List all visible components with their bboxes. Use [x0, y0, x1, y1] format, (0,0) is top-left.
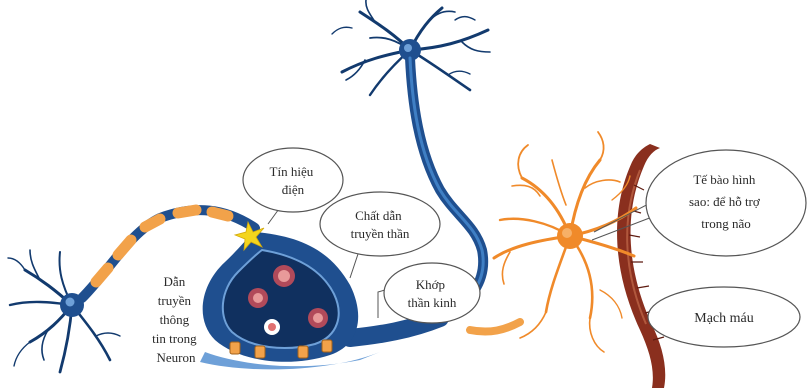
callout-electrical-signal: Tín hiệu điện [243, 148, 343, 212]
callout-neurotransmitter: Chất dẫn truyền thần [320, 192, 440, 256]
neuron-transmission-line-5: Neuron [157, 350, 196, 365]
astrocyte-endfoot [470, 322, 520, 332]
synapse-line-2: thần kinh [408, 295, 457, 310]
electrical-signal-line-2: điện [282, 182, 305, 197]
neuron-transmission-label: Dẫn truyền thông tin trong Neuron [152, 274, 200, 365]
neuron-transmission-line-2: truyền [158, 293, 192, 308]
neurotransmitter-line-1: Chất dẫn [355, 208, 402, 223]
neuron-transmission-line-3: thông [160, 312, 190, 327]
blood-vessel-line-1: Mạch máu [694, 311, 753, 326]
astrocyte-nucleus [562, 228, 572, 238]
astrocyte-line-2: sao: để hỗ trợ [689, 194, 761, 209]
neurotransmitter-line-2: truyền thần [351, 226, 410, 241]
electrical-signal-line-1: Tín hiệu [270, 164, 314, 179]
astrocyte-line-1: Tế bào hình [693, 172, 756, 187]
left-neuron-nucleus [66, 298, 75, 307]
synapse-line-1: Khớp [416, 277, 445, 292]
neuron-transmission-line-1: Dẫn [164, 274, 186, 289]
myelin-sheaths [96, 210, 228, 282]
callout-astrocyte: Tế bào hình sao: để hỗ trợ trong não [646, 150, 806, 256]
top-neuron-nucleus [404, 44, 412, 52]
blood-vessel-label: Mạch máu [694, 311, 753, 326]
callout-blood-vessel: Mạch máu [648, 287, 800, 347]
neuron-transmission-line-4: tin trong [152, 331, 197, 346]
callout-synapse: Khớp thần kinh [384, 263, 480, 323]
astrocyte-line-3: trong não [701, 216, 750, 231]
